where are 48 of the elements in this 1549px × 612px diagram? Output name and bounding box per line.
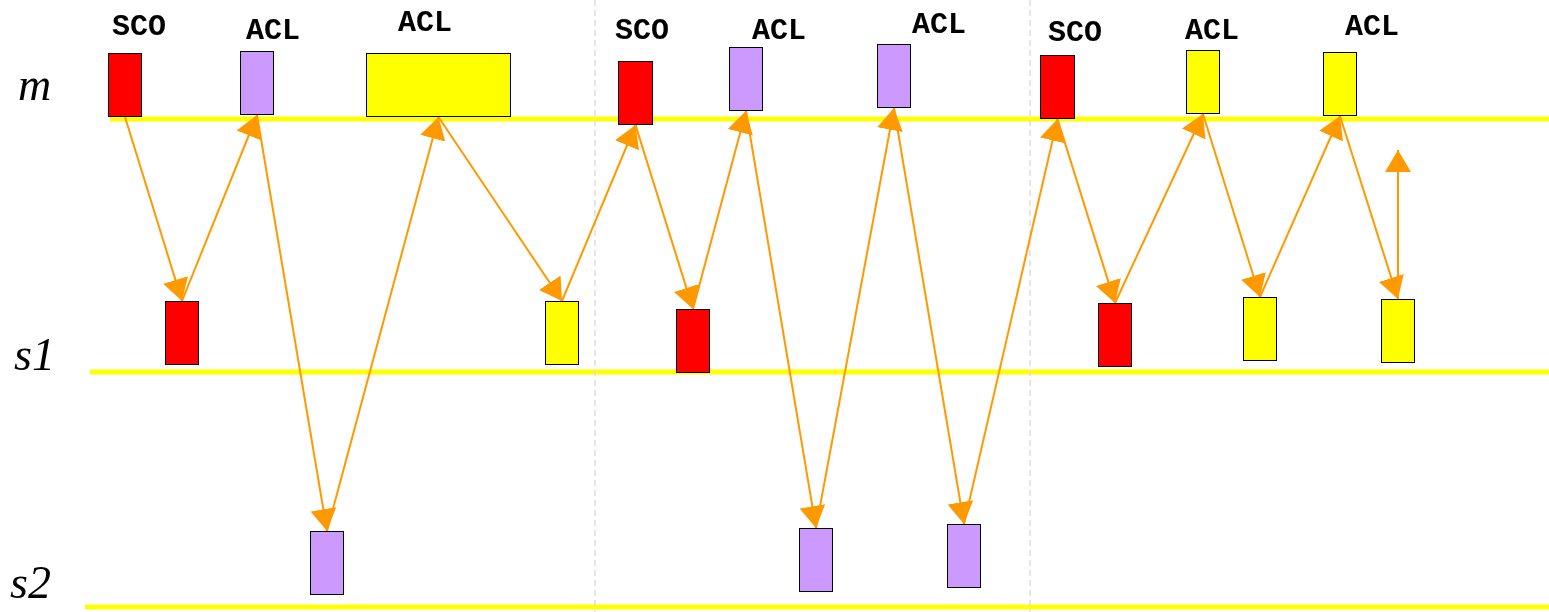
arrow bbox=[256, 114, 337, 532]
arrow bbox=[815, 107, 903, 529]
slot-bar bbox=[1186, 50, 1220, 114]
row-label: s2 bbox=[10, 556, 51, 609]
packet-type-label: ACL bbox=[398, 6, 452, 40]
arrow bbox=[1259, 115, 1343, 298]
row-label: s1 bbox=[14, 328, 55, 381]
slot-bar bbox=[240, 51, 274, 115]
packet-type-label: SCO bbox=[1048, 16, 1102, 50]
slot-bar bbox=[1098, 303, 1132, 367]
slot-bar bbox=[1323, 52, 1357, 116]
arrow bbox=[963, 118, 1066, 525]
packet-type-label: ACL bbox=[1345, 10, 1399, 44]
arrow bbox=[745, 110, 826, 529]
slot-bar bbox=[1243, 297, 1277, 361]
arrow bbox=[1056, 118, 1121, 304]
slot-bar bbox=[310, 531, 344, 595]
packet-type-label: SCO bbox=[615, 14, 669, 48]
packet-type-label: ACL bbox=[912, 8, 966, 42]
arrow bbox=[437, 116, 563, 302]
arrow bbox=[1202, 113, 1266, 298]
slot-bar bbox=[799, 528, 833, 592]
slot-bar bbox=[1040, 55, 1075, 119]
row-label: m bbox=[18, 58, 52, 111]
packet-type-label: ACL bbox=[246, 14, 300, 48]
arrow bbox=[634, 124, 699, 310]
arrow bbox=[1114, 113, 1206, 304]
slot-bar bbox=[676, 309, 710, 373]
arrow bbox=[692, 110, 753, 310]
slot-bar bbox=[947, 524, 981, 588]
arrow bbox=[326, 116, 446, 532]
slot-bar bbox=[545, 301, 579, 365]
packet-type-label: ACL bbox=[752, 14, 806, 48]
slot-bar bbox=[1381, 299, 1415, 363]
slot-bar bbox=[729, 47, 763, 111]
slot-bar bbox=[366, 53, 511, 117]
slot-bar bbox=[618, 61, 653, 125]
slot-bar bbox=[165, 301, 199, 365]
slot-bar bbox=[877, 44, 911, 108]
arrow bbox=[1385, 149, 1411, 300]
arrow bbox=[893, 107, 974, 525]
arrow bbox=[561, 124, 639, 302]
arrow bbox=[124, 116, 188, 302]
slot-bar bbox=[108, 53, 142, 117]
packet-type-label: SCO bbox=[112, 10, 166, 44]
arrow bbox=[1339, 115, 1404, 300]
arrow bbox=[181, 114, 261, 302]
packet-type-label: ACL bbox=[1185, 14, 1239, 48]
